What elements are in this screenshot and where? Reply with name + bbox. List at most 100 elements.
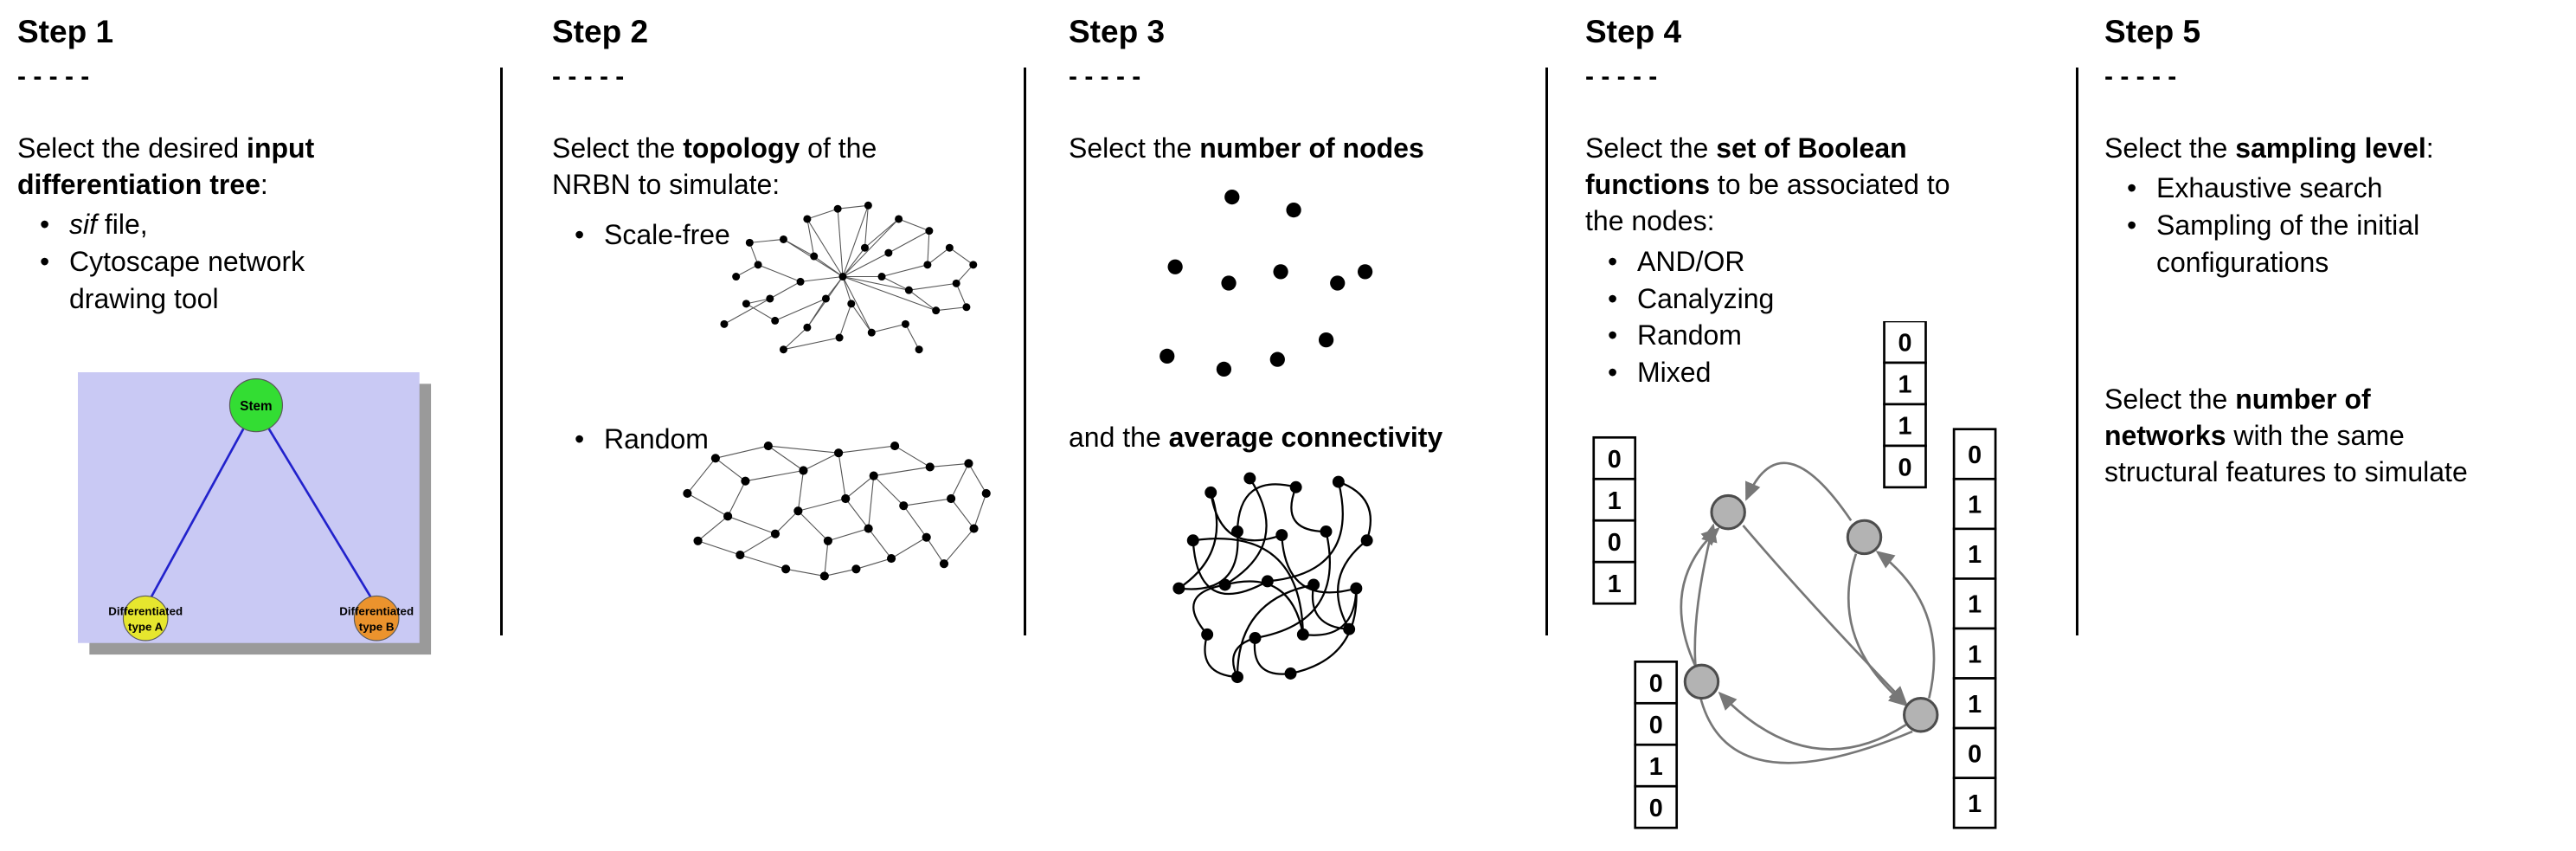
text-segment: number of nodes: [1199, 132, 1424, 164]
truth-table-cell: [1592, 560, 1637, 605]
bullet-text: Canalyzing: [1637, 280, 2063, 318]
network-edge: [697, 540, 741, 556]
differentiation-tree-figure: Stem Differentiated type A Differentiate…: [78, 372, 432, 655]
step-1-column: Step 1 - - - - - Select the desired inpu…: [17, 0, 491, 851]
network-node: [754, 261, 762, 269]
text-segment: Scale-free: [604, 219, 730, 250]
network-edge: [697, 515, 729, 542]
type-b-label-line2: type B: [359, 620, 395, 633]
network-edge: [806, 218, 815, 257]
network-edge: [967, 463, 987, 494]
network-node: [834, 448, 844, 458]
connectivity-tangle-figure: [1140, 461, 1406, 709]
network-edge: [909, 282, 957, 291]
step-3-connectivity-text: and the average connectivity: [1069, 419, 1442, 455]
text-segment: AND/OR: [1637, 245, 1745, 277]
network-edge: [955, 264, 974, 284]
network-edge: [824, 540, 829, 577]
bullet-item: •Canalyzing: [1585, 280, 2063, 318]
network-edge: [1224, 477, 1268, 586]
network-node: [1204, 486, 1217, 499]
tree-edge-to-type-a: [149, 426, 246, 599]
bullet-marker: •: [1608, 245, 1618, 277]
text-segment: Mixed: [1637, 357, 1712, 389]
network-edge: [740, 533, 776, 556]
gene-node: [1683, 663, 1720, 700]
truth-table-cell: [1883, 444, 1927, 489]
network-node: [1261, 575, 1274, 588]
network-edge: [783, 238, 814, 257]
network-edge: [873, 466, 930, 477]
network-node: [945, 243, 954, 252]
bullet-marker: •: [2127, 172, 2137, 204]
network-edge: [842, 276, 872, 333]
network-node: [1360, 534, 1373, 547]
network-node: [1273, 264, 1288, 280]
network-edge: [837, 209, 844, 277]
step-4-intro: Select the set of Boolean functions to b…: [1585, 130, 1992, 240]
network-edge: [1192, 583, 1225, 635]
network-node: [922, 532, 931, 542]
bullet-item: •Exhaustive search: [2104, 170, 2572, 207]
network-edge: [842, 276, 852, 305]
text-segment: file,: [97, 209, 148, 241]
step-2-bullet-random: •Random: [552, 421, 829, 458]
network-edge: [973, 493, 987, 529]
network-edge: [746, 298, 770, 305]
network-edge: [1255, 531, 1331, 640]
network-node: [860, 243, 869, 252]
network-node: [779, 345, 787, 354]
network-edge: [898, 218, 930, 232]
network-edge: [827, 528, 869, 542]
text-segment: topology: [683, 132, 800, 164]
column-divider-3: [1545, 68, 1548, 635]
network-edge: [1236, 583, 1314, 678]
network-edge: [845, 498, 870, 529]
network-node: [803, 215, 812, 223]
network-edge: [727, 480, 746, 517]
network-node: [810, 252, 819, 261]
network-node: [781, 564, 791, 574]
network-edge: [783, 326, 808, 351]
text-segment: Select the: [1069, 132, 1200, 164]
network-edge: [797, 510, 829, 542]
network-edge: [873, 475, 904, 506]
network-node: [964, 459, 973, 468]
bullet-item: • AND/OR: [1585, 243, 2063, 280]
text-segment: :: [2425, 132, 2434, 164]
network-node: [923, 261, 932, 269]
step-4-dashes: - - - - -: [1585, 62, 1658, 91]
column-divider-1: [500, 68, 503, 635]
bullet-text: Random: [1637, 317, 2063, 354]
network-edge: [727, 515, 776, 535]
truth-table-value: 0: [1649, 712, 1663, 739]
network-edge: [842, 218, 899, 277]
bullet-item: •Cytoscape network drawing tool: [17, 243, 491, 318]
network-node: [932, 306, 941, 315]
network-node: [799, 466, 808, 475]
truth-table-value: 1: [1968, 790, 1982, 818]
step-2-column: Step 2 - - - - - Select the topology of …: [552, 0, 1019, 851]
text-segment: set of Boolean functions: [1585, 132, 1907, 201]
network-edge: [1311, 584, 1350, 630]
bullet-item: •Scale-free: [552, 216, 829, 254]
network-node: [947, 493, 956, 504]
network-edge: [1290, 588, 1358, 675]
network-edge: [1210, 492, 1282, 542]
step-5-column: Step 5 - - - - - Select the sampling lev…: [2104, 0, 2572, 851]
network-node: [981, 488, 991, 498]
truth-table-value: 0: [1608, 529, 1622, 557]
gene-node: [1903, 697, 1939, 733]
text-segment: Select the desired: [17, 132, 247, 164]
network-edge: [1290, 487, 1327, 533]
step-1-title: Step 1: [17, 14, 114, 49]
network-edge: [806, 208, 838, 220]
network-node: [1160, 348, 1175, 364]
network-node: [952, 279, 960, 287]
network-node: [766, 294, 774, 303]
network-node: [1343, 622, 1356, 635]
network-edge: [868, 528, 892, 559]
network-node: [693, 536, 703, 545]
network-node: [899, 501, 909, 511]
